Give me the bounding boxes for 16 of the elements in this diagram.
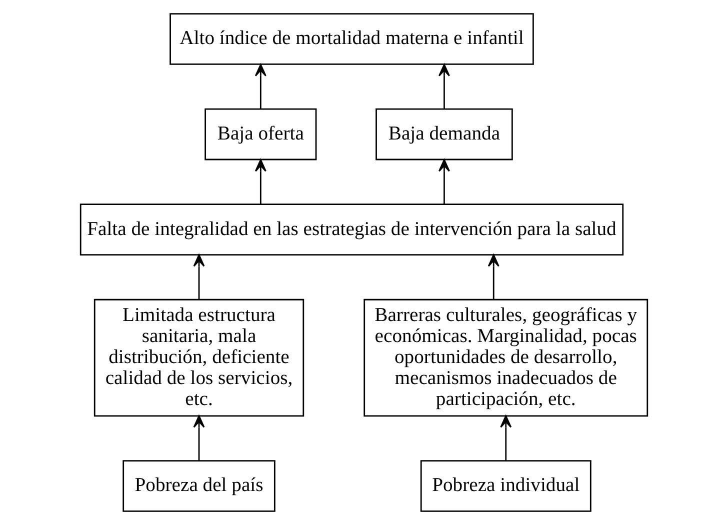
node-box: Alto índice de mortalidad materna e infantil	[169, 13, 534, 65]
node-box: Barreras culturales, geográficas y económicas. Marginalidad, pocas oportunidades de desarrollo, mecanismos inadecuados de participación, etc.	[363, 298, 648, 417]
node-box: Limitada estructura sanitaria, mala distribución, deficiente calidad de los servicios, etc.	[93, 298, 304, 417]
node-box: Pobreza del país	[122, 460, 275, 512]
arrow	[438, 64, 450, 109]
node-box: Pobreza individual	[420, 460, 591, 512]
arrow	[254, 64, 266, 109]
arrow	[487, 254, 499, 300]
arrow	[192, 415, 204, 461]
arrow	[438, 159, 450, 204]
arrow	[500, 415, 512, 461]
arrow	[192, 254, 204, 300]
node-box: Baja demanda	[375, 108, 512, 160]
node-box: Falta de integralidad en las estrategias de intervención para la salud	[79, 204, 624, 256]
node-box: Baja oferta	[204, 108, 316, 160]
arrow	[254, 159, 266, 204]
